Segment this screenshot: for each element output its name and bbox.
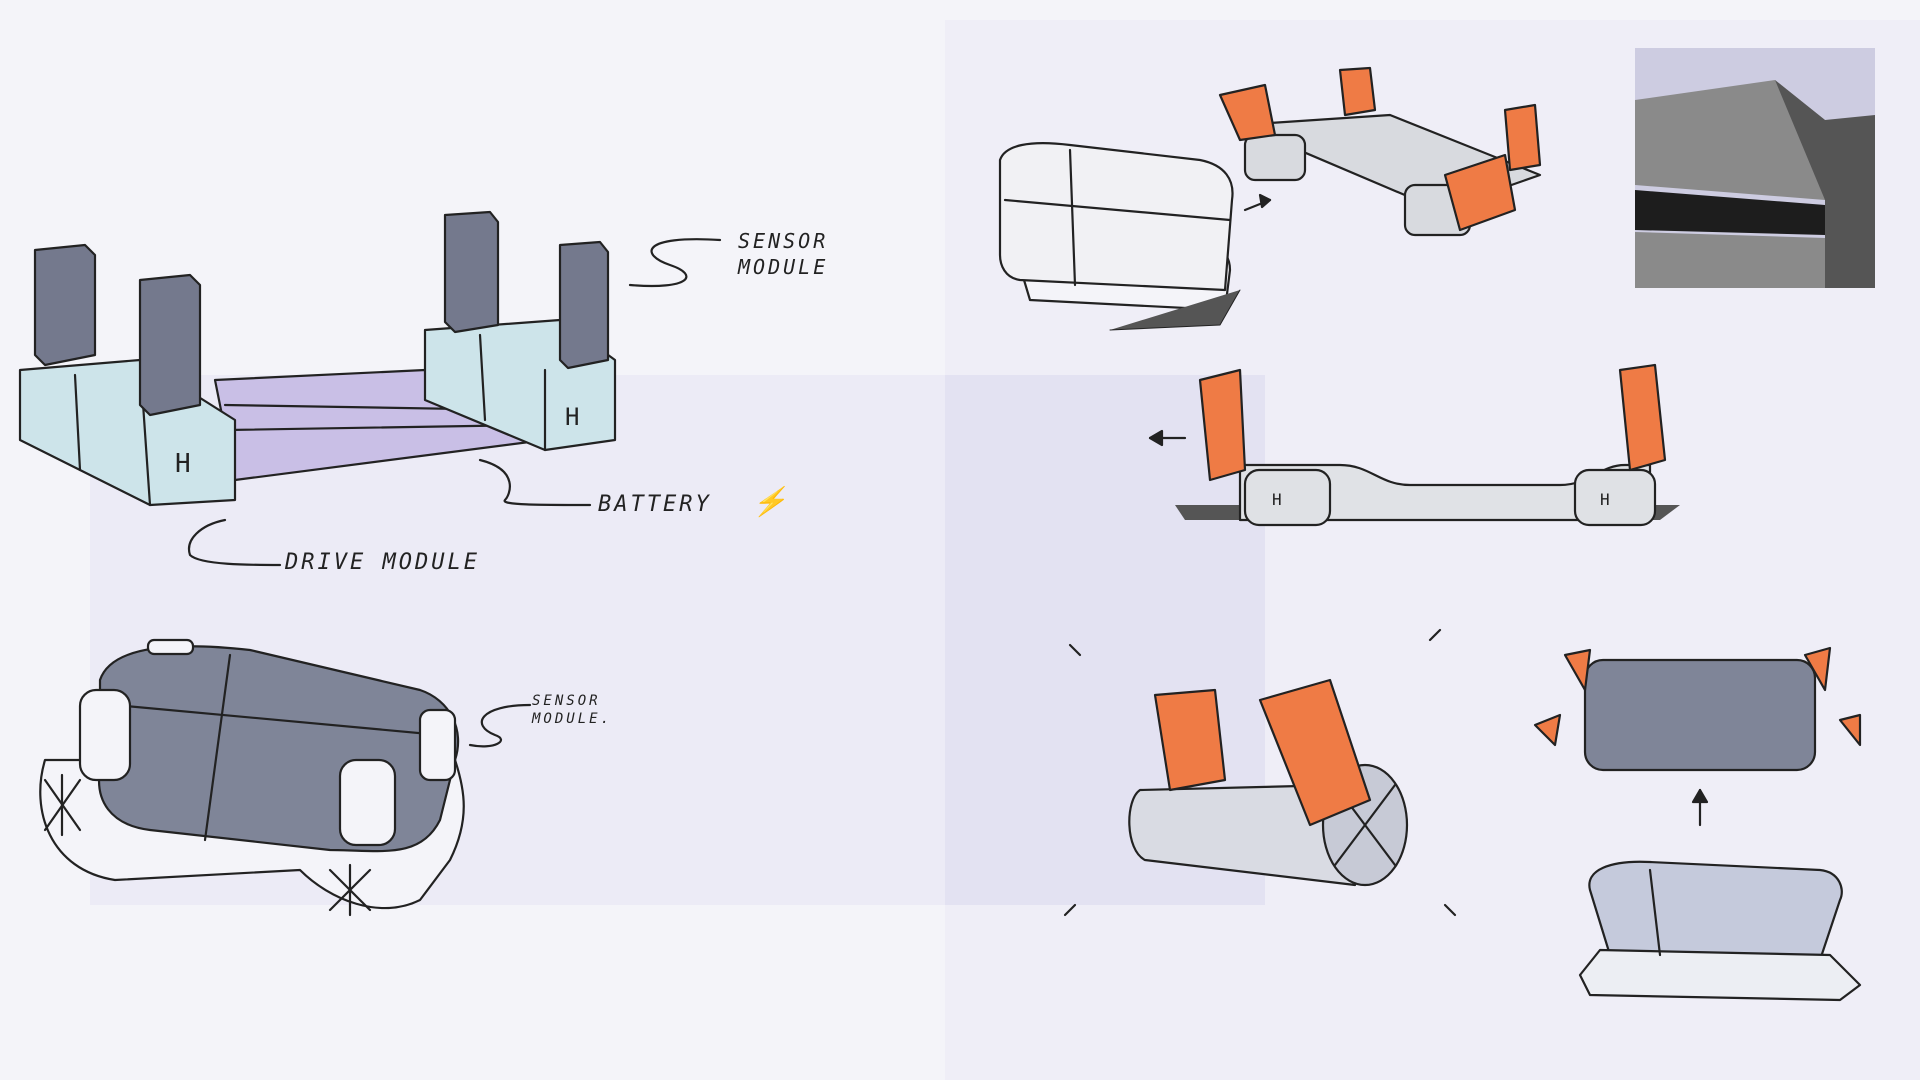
svg-text:H: H xyxy=(1272,490,1282,509)
sensor-pillars xyxy=(33,210,610,417)
drive-module-logo: H xyxy=(175,449,191,479)
label-sensor-module-top: SENSOR MODULE xyxy=(738,229,829,279)
label-drive-module: DRIVE MODULE xyxy=(285,550,480,575)
sketch-side-view: H H xyxy=(1148,363,1680,527)
sketch-exploded-platform: H H xyxy=(18,210,722,567)
drive-module-left xyxy=(18,358,237,507)
label-battery: BATTERY xyxy=(598,492,712,517)
reference-photo-concrete-building xyxy=(1635,48,1875,288)
sketch-stacked-unit xyxy=(1533,646,1862,1002)
wheel-left xyxy=(43,773,82,837)
sketch-assembled-robot xyxy=(39,638,532,917)
drive-module-right-logo: H xyxy=(565,403,579,431)
sensor-pod-left xyxy=(78,688,132,782)
sketch-pod-and-platform xyxy=(998,66,1542,331)
label-sensor-module-bottom: SENSOR MODULE. xyxy=(532,693,613,727)
wheel-right xyxy=(328,863,372,917)
cargo-shell xyxy=(98,645,460,853)
svg-text:H: H xyxy=(1600,490,1610,509)
battery-bolt-icon: ⚡ xyxy=(752,485,790,518)
sensor-pod-right xyxy=(338,758,397,847)
sketch-cylinder-module xyxy=(1063,628,1457,917)
